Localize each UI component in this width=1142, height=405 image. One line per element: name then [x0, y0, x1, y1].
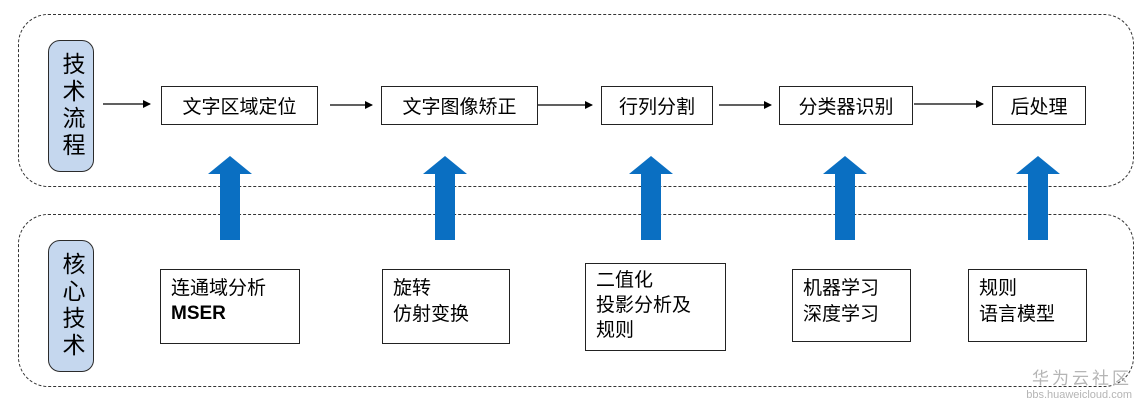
tech-line: 规则	[979, 277, 1018, 299]
tech-line: 语言模型	[979, 303, 1056, 325]
tech-rotation-affine: 旋转 仿射变换	[382, 269, 510, 344]
tech-line: 二值化	[596, 269, 654, 291]
step-label: 文字图像矫正	[402, 96, 517, 118]
tech-line: 连通域分析	[171, 277, 267, 299]
step-row-column-segmentation: 行列分割	[601, 86, 713, 125]
up-arrow-4	[823, 156, 867, 240]
up-arrow-5	[1016, 156, 1060, 240]
tech-binarization-projection: 二值化 投影分析及 规则	[585, 263, 726, 351]
up-arrow-3	[629, 156, 673, 240]
step-label: 文字区域定位	[182, 96, 297, 118]
tech-line: 深度学习	[803, 303, 880, 325]
process-group	[18, 14, 1134, 187]
flow-arrows	[103, 100, 984, 109]
core-tech-group	[18, 214, 1134, 387]
tech-line: 机器学习	[803, 277, 880, 299]
watermark-title: 华为云社区	[1032, 369, 1132, 388]
tech-line: 仿射变换	[393, 303, 470, 325]
process-row-label: 技术流程	[48, 40, 94, 172]
tech-rules-language-model: 规则 语言模型	[968, 269, 1087, 342]
tech-line: 规则	[596, 319, 635, 341]
tech-line: 旋转	[393, 277, 432, 299]
tech-line: 投影分析及	[596, 294, 692, 316]
step-post-processing: 后处理	[992, 86, 1086, 125]
watermark: 华为云社区 bbs.huaweicloud.com	[1026, 364, 1132, 401]
up-arrow-2	[423, 156, 467, 240]
tech-connected-components-mser: 连通域分析 MSER	[160, 269, 300, 344]
step-classifier-recognition: 分类器识别	[779, 86, 913, 125]
up-arrows	[208, 156, 1060, 240]
step-text-region-localization: 文字区域定位	[161, 86, 318, 125]
process-row-label-text: 技术流程	[58, 52, 84, 160]
watermark-url: bbs.huaweicloud.com	[1026, 389, 1132, 401]
core-tech-row-label: 核心技术	[48, 240, 94, 372]
core-tech-row-label-text: 核心技术	[58, 252, 84, 360]
step-label: 分类器识别	[798, 96, 894, 118]
tech-machine-deep-learning: 机器学习 深度学习	[792, 269, 911, 342]
step-label: 后处理	[1010, 96, 1068, 118]
step-text-image-correction: 文字图像矫正	[381, 86, 538, 125]
up-arrow-1	[208, 156, 252, 240]
tech-line: MSER	[171, 303, 226, 324]
step-label: 行列分割	[618, 96, 695, 118]
